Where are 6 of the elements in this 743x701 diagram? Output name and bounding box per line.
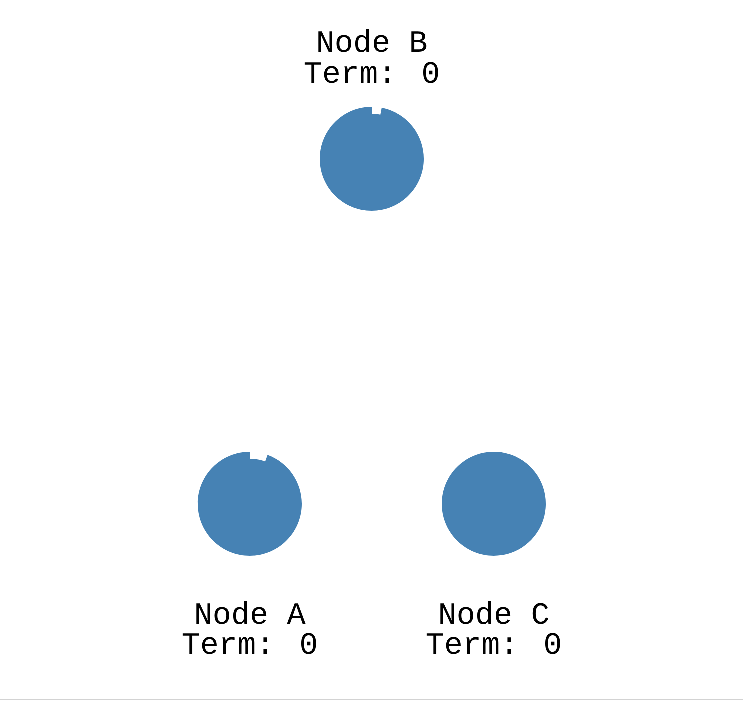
node-name: Node B — [318, 30, 427, 52]
term-label: Term: 0 — [182, 633, 316, 654]
node-name: Node A — [196, 602, 306, 624]
term-label: Term: 0 — [426, 633, 560, 654]
term-label: Term: 0 — [304, 62, 438, 84]
node-name: Node C — [440, 602, 548, 624]
